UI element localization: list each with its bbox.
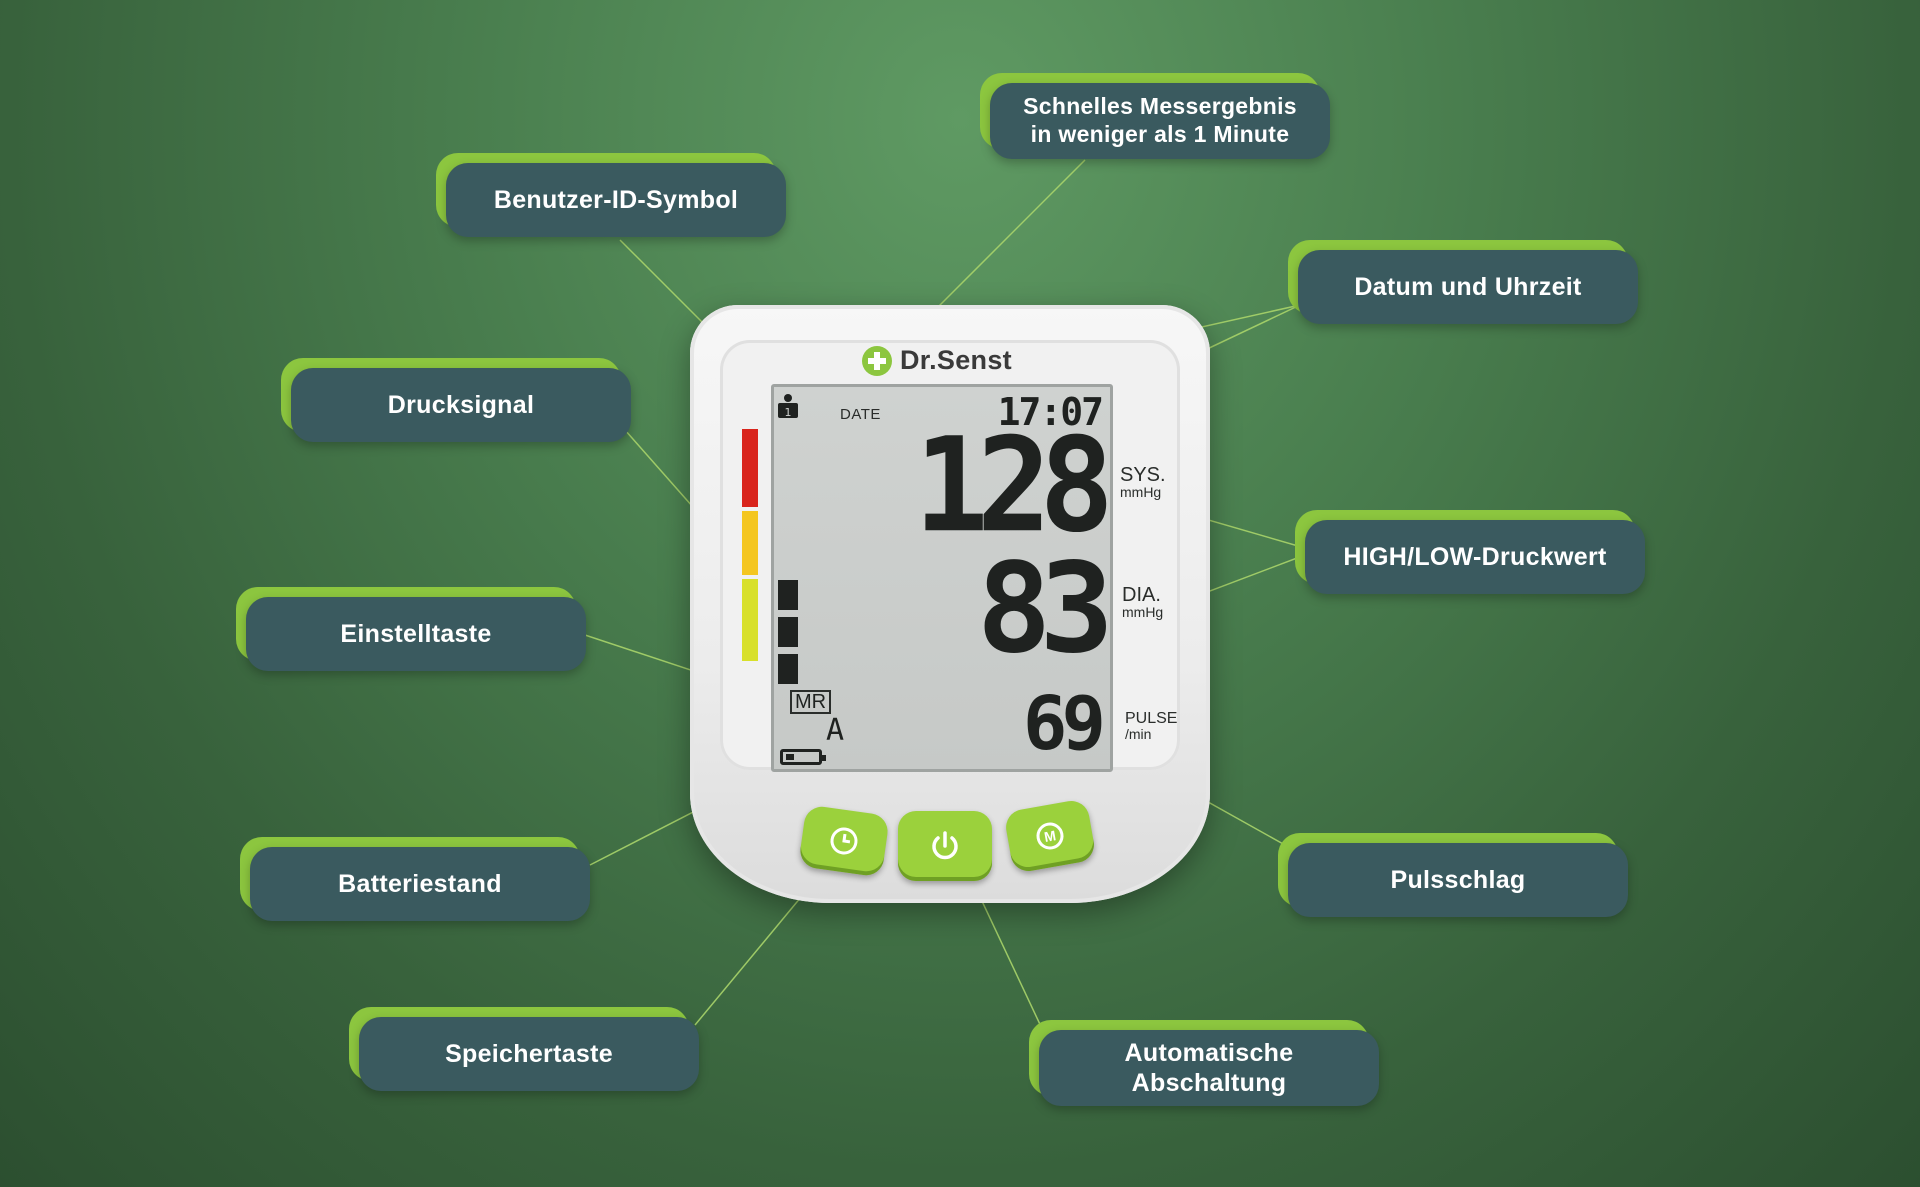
callout-label-line2: in weniger als 1 Minute: [1030, 121, 1290, 147]
pressure-indicator-yellow: [742, 511, 758, 575]
user-letter: A: [826, 713, 845, 748]
cross-logo-icon: [862, 345, 892, 376]
pulse-unit-label: /min: [1125, 726, 1152, 742]
memory-icon: M: [1036, 822, 1064, 850]
power-icon: [932, 831, 958, 860]
pressure-signal-bar: [778, 617, 798, 647]
systolic-value: 128: [914, 410, 1114, 562]
callout-pulse: Pulsschlag: [1278, 833, 1628, 917]
brand: Dr.Senst: [862, 345, 1012, 376]
callout-label: Benutzer-ID-Symbol: [446, 163, 786, 237]
callout-label-line2: Abschaltung: [1131, 1069, 1287, 1097]
svg-text:M: M: [1043, 827, 1057, 845]
user-id-icon: 1: [778, 394, 798, 419]
dia-label: DIA.: [1122, 584, 1161, 606]
diastolic-value: 83: [976, 537, 1114, 681]
callout-label: Pulsschlag: [1288, 843, 1628, 917]
pulse-value: 69: [1022, 681, 1106, 767]
callout-label: Batteriestand: [250, 847, 590, 921]
pressure-indicator-green: [742, 579, 758, 661]
dia-unit-label: mmHg: [1122, 604, 1164, 620]
set-button[interactable]: [798, 804, 890, 878]
callout-label: Einstelltaste: [246, 597, 586, 671]
pulse-label: PULSE: [1125, 710, 1178, 727]
dia-unit: DIA. mmHg: [1122, 585, 1163, 619]
pressure-indicator-red: [742, 429, 758, 507]
pressure-signal-bar: [778, 580, 798, 610]
date-label: DATE: [840, 406, 881, 423]
callout-battery: Batteriestand: [240, 837, 590, 921]
callout-auto-off: Automatische Abschaltung: [1029, 1020, 1379, 1106]
pressure-signal-bar: [778, 654, 798, 684]
callout-label-line1: Automatische: [1124, 1039, 1294, 1067]
blood-pressure-monitor: Dr.Senst 1 DATE 17:07 128 83 69 MR A SYS…: [690, 305, 1210, 903]
time-readout: 17:07: [997, 390, 1104, 434]
callout-high-low: HIGH/LOW-Druckwert: [1295, 510, 1645, 594]
callout-label: Datum und Uhrzeit: [1298, 250, 1638, 324]
callout-memory-button: Speichertaste: [349, 1007, 699, 1091]
brand-name: Dr.Senst: [900, 345, 1012, 375]
sys-label: SYS.: [1120, 464, 1166, 486]
callout-label: Speichertaste: [359, 1017, 699, 1091]
callout-set-button: Einstelltaste: [236, 587, 586, 671]
lcd-display: 1 DATE 17:07 128 83 69 MR A: [771, 384, 1114, 772]
callout-label-line1: Schnelles Messergebnis: [1023, 93, 1297, 120]
callout-label: HIGH/LOW-Druckwert: [1305, 520, 1645, 594]
callout-label: Drucksignal: [291, 368, 631, 442]
callout-pressure-signal: Drucksignal: [281, 358, 631, 442]
callout-fast-result: Schnelles Messergebnis in weniger als 1 …: [980, 73, 1330, 159]
memory-button[interactable]: M: [1003, 798, 1097, 874]
memory-label: MR: [790, 690, 832, 714]
sys-unit: SYS. mmHg: [1120, 465, 1166, 499]
user-id-number: 1: [785, 406, 792, 419]
power-button[interactable]: [898, 811, 992, 881]
callout-date-time: Datum und Uhrzeit: [1288, 240, 1638, 324]
sys-unit-label: mmHg: [1120, 484, 1162, 500]
clock-icon: [830, 827, 858, 855]
battery-icon: [780, 749, 826, 765]
callout-user-id-symbol: Benutzer-ID-Symbol: [436, 153, 786, 237]
pulse-unit: PULSE /min: [1125, 710, 1178, 742]
